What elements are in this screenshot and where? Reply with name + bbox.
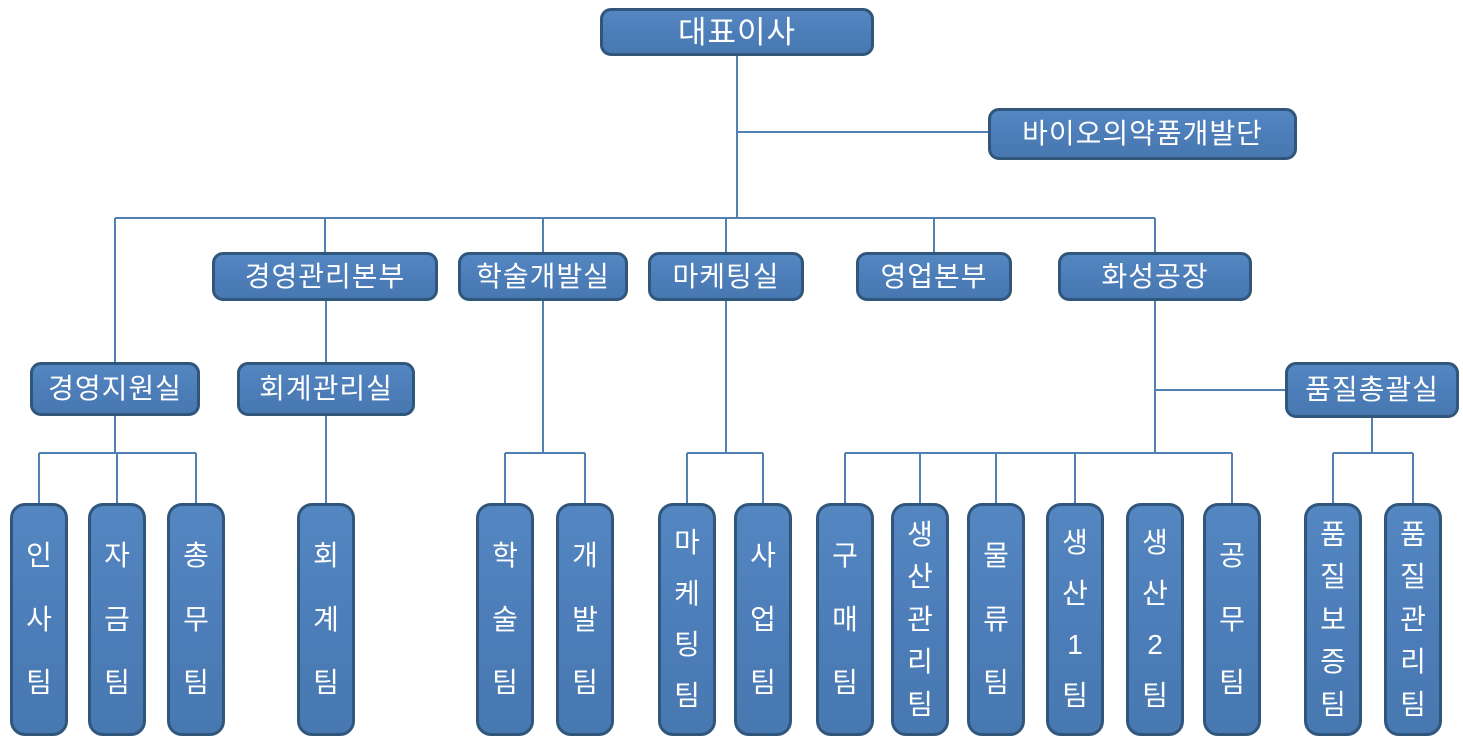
connector-academic-children — [504, 301, 586, 503]
node-quality-general-office: 품질총괄실 — [1285, 362, 1459, 418]
node-accounting-management-office: 회계관리실 — [237, 362, 415, 416]
connector-hwaseong-children — [844, 301, 1285, 503]
node-ceo: 대표이사 — [600, 8, 874, 56]
connector-marketing-children — [686, 301, 764, 503]
connector-support-children — [38, 416, 197, 503]
node-hwaseong-plant: 화성공장 — [1058, 252, 1252, 301]
node-academic-development-office: 학술개발실 — [458, 252, 628, 301]
connector-level2-drops — [114, 218, 1156, 362]
node-management-hq: 경영관리본부 — [212, 252, 438, 301]
node-bio-pharma-development-group: 바이오의약품개발단 — [988, 108, 1297, 160]
node-marketing-office: 마케팅실 — [648, 252, 804, 301]
node-management-support-office: 경영지원실 — [30, 362, 200, 416]
connector-quality-children — [1332, 418, 1414, 503]
node-sales-hq: 영업본부 — [856, 252, 1012, 301]
